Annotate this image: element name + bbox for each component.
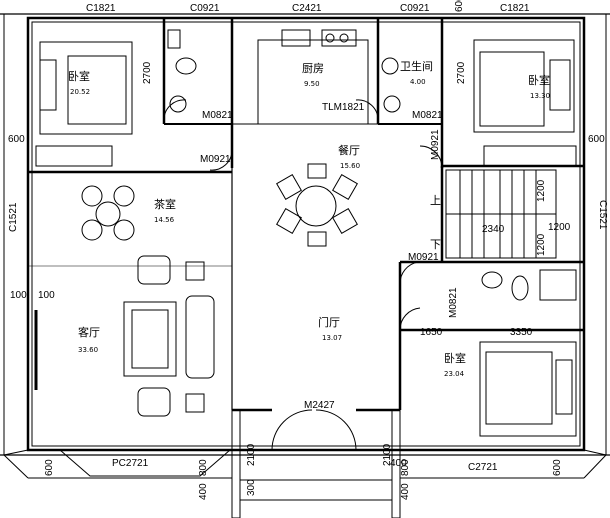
window-top-c0921-left: C0921 <box>190 3 220 14</box>
dim-2100-b: 2100 <box>382 443 393 466</box>
door-bed-left: M0821 <box>202 110 233 121</box>
area-foyer: 13.07 <box>322 334 342 342</box>
door-stair: M0921 <box>408 252 439 263</box>
dim-2700-l: 2700 <box>142 61 153 84</box>
stair-down-label: 下 <box>430 238 441 251</box>
room-tea: 茶室 <box>154 197 176 211</box>
dim-2340: 2340 <box>482 224 505 235</box>
area-dining: 15.60 <box>340 162 360 170</box>
room-bedroom-br: 卧室 <box>444 351 466 365</box>
room-bedroom-tl: 卧室 <box>68 69 90 83</box>
dim-100-b: 100 <box>38 290 55 301</box>
area-bedroom-tl: 20.52 <box>70 88 90 96</box>
door-kitchen: TLM1821 <box>322 102 365 113</box>
room-bath-r: 卫生间 <box>400 59 433 73</box>
dim-3350: 3350 <box>510 327 533 338</box>
room-bedroom-tr: 卧室 <box>528 73 550 87</box>
door-main: M2427 <box>304 400 335 411</box>
dim-800-l: 800 <box>198 459 209 476</box>
room-living: 客厅 <box>78 325 100 339</box>
window-top-center: C2421 <box>292 3 322 14</box>
window-bottom-left: PC2721 <box>112 458 149 469</box>
room-foyer: 门厅 <box>318 315 340 329</box>
door-tea: M0921 <box>200 154 231 165</box>
dim-300: 300 <box>246 479 257 496</box>
dim-800-r: 800 <box>400 459 411 476</box>
room-kitchen: 厨房 <box>302 62 324 75</box>
dim-1200-a: 1200 <box>536 179 547 202</box>
dim-600-tr: 600 <box>588 134 605 145</box>
dim-100-a: 100 <box>10 290 27 301</box>
stair-up-label: 上 <box>430 194 441 207</box>
area-kitchen: 9.50 <box>304 80 320 88</box>
area-bath-r: 4.00 <box>410 78 426 86</box>
dim-2700-r: 2700 <box>456 61 467 84</box>
area-bedroom-tr: 13.30 <box>530 92 550 100</box>
area-bedroom-br: 23.04 <box>444 370 465 378</box>
window-top-c0921-right: C0921 <box>400 3 430 14</box>
dim-1650: 1650 <box>420 327 443 338</box>
window-left-side: C1521 <box>8 202 19 232</box>
dim-1200-b: 1200 <box>536 233 547 256</box>
dim-2100-a: 2100 <box>246 443 257 466</box>
dim-400-c: 400 <box>400 483 411 500</box>
door-bed-right: M0821 <box>448 287 459 318</box>
window-top-right: C1821 <box>500 3 530 14</box>
dim-600-tl: 600 <box>8 134 25 145</box>
dim-400-a: 400 <box>198 483 209 500</box>
area-living: 33.60 <box>78 346 98 354</box>
door-bath-right: M0821 <box>412 110 443 121</box>
dim-600-bl: 600 <box>44 459 55 476</box>
dim-600-top: 600 <box>454 0 465 12</box>
room-dining: 餐厅 <box>338 143 360 157</box>
dim-600-br: 600 <box>552 459 563 476</box>
window-bottom-right: C2721 <box>468 462 498 473</box>
area-tea: 14.56 <box>154 216 175 224</box>
door-right-bath: M0921 <box>430 129 441 160</box>
window-top-left: C1821 <box>86 3 116 14</box>
window-right-side: C1521 <box>597 200 608 230</box>
dim-1200-c: 1200 <box>548 222 571 233</box>
dim-400-b: 400 <box>390 458 407 469</box>
